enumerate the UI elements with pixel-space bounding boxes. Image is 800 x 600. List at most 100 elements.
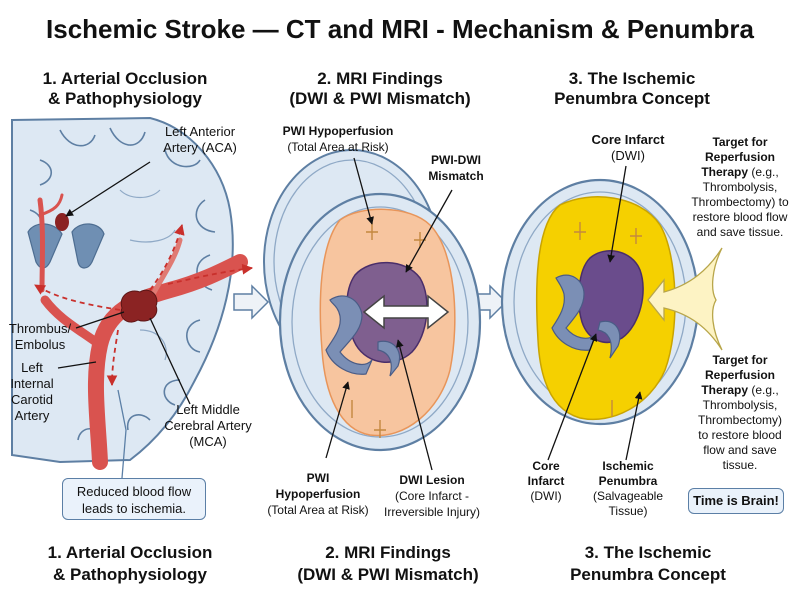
panel2-heading-bottom-line2: (DWI & PWI Mismatch) — [297, 565, 478, 584]
target-bottom-line6: to restore blood — [698, 428, 781, 442]
pwi-bottom-leader — [325, 381, 350, 459]
panel1-leader-lines — [57, 161, 191, 479]
penumbra-label-line1: Ischemic — [602, 459, 654, 473]
penumbra-label-line2: Penumbra — [599, 474, 658, 488]
dwi-leader — [396, 339, 433, 471]
panel1-aca-branch — [38, 193, 64, 217]
panel2-heading-top-line2: (DWI & PWI Mismatch) — [289, 89, 470, 108]
mismatch-label-line1: PWI-DWI — [431, 153, 481, 167]
panel3-leader-lines — [547, 165, 643, 461]
penumbra-leader — [625, 391, 643, 461]
ischemia-note-line2: leads to ischemia. — [81, 501, 187, 516]
mismatch-label-line2: Mismatch — [428, 169, 483, 183]
panel3-fold-marks — [574, 222, 642, 416]
aca-label-line2: Artery (ACA) — [163, 140, 237, 155]
panel1-labels: Left Anterior Artery (ACA) Thrombus/ Emb… — [9, 124, 252, 449]
panel1-carotid-artery — [87, 254, 248, 470]
panel1-flow-arrow-right — [167, 263, 254, 285]
ica-label-line2: Internal — [10, 376, 53, 391]
panel1-heading-bottom-line2: & Pathophysiology — [53, 565, 208, 584]
pwi-top-label-line1: PWI Hypoperfusion — [283, 124, 394, 138]
panel1-flow-arrow-up — [149, 223, 185, 291]
mca-label-line1: Left Middle — [176, 402, 240, 417]
core-bottom-label-line1: Core — [532, 459, 560, 473]
mca-label-line2: Cerebral Artery — [164, 418, 252, 433]
target-bottom-line4: Thrombolysis, — [703, 398, 778, 412]
panel3-ventricle-right — [597, 320, 621, 359]
time-is-brain-badge: Time is Brain! — [688, 488, 784, 514]
panel1-inner-folds — [119, 189, 176, 361]
dwi-label-line2: (Core Infarct - — [395, 489, 469, 503]
panel1-flow-arrow-left — [34, 284, 121, 311]
pwi-top-label-line2: (Total Area at Risk) — [287, 140, 388, 154]
panel1-flow-arrow-down — [106, 329, 119, 387]
core-bottom-leader — [547, 333, 598, 461]
target-top-line3-rest: (e.g., — [748, 165, 779, 179]
panel1-aca-clot — [55, 213, 69, 231]
aca-leader — [65, 161, 151, 217]
time-is-brain-text: Time is Brain! — [693, 493, 779, 508]
penumbra-label-line3: (Salvageable — [593, 489, 663, 503]
panel1-mca-artery — [40, 295, 105, 350]
target-bottom-line3: Therapy (e.g., — [701, 383, 778, 397]
panel1-thrombus — [120, 289, 158, 323]
panel2-leader-lines — [325, 157, 453, 471]
panel2-ventricle-right — [377, 340, 401, 377]
target-bottom-line5: Thrombectomy) — [698, 413, 782, 427]
target-bottom-line7: flow and save — [703, 443, 777, 457]
target-top-line7: and save tissue. — [697, 225, 784, 239]
target-top-line3: Therapy (e.g., — [701, 165, 778, 179]
mismatch-leader — [405, 189, 453, 273]
penumbra-label-line4: Tissue) — [609, 504, 648, 518]
dwi-label-line1: DWI Lesion — [399, 473, 464, 487]
panel1-heading-top-line1: 1. Arterial Occlusion — [43, 69, 208, 88]
panel3-heading-top-line2: Penumbra Concept — [554, 89, 710, 108]
panel1-heading-top-line2: & Pathophysiology — [48, 89, 203, 108]
target-bottom-line3-rest: (e.g., — [748, 383, 779, 397]
panel2-mismatch-double-arrow — [362, 294, 450, 330]
panel3-labels: Core Infarct (DWI) Target for Reperfusio… — [528, 132, 789, 518]
core-top-leader — [607, 165, 627, 263]
core-bottom-label-line2: Infarct — [528, 474, 565, 488]
ischemia-note-line1: Reduced blood flow — [76, 484, 192, 499]
panel3-heading-bottom-line2: Penumbra Concept — [570, 565, 726, 584]
panel3-heading-top-line1: 3. The Ischemic — [569, 69, 696, 88]
target-top-line5: Thrombectomy) to — [691, 195, 789, 209]
core-top-label-line1: Core Infarct — [592, 132, 666, 147]
page-title: Ischemic Stroke — CT and MRI - Mechanism… — [46, 14, 754, 44]
bottom-headings: 1. Arterial Occlusion & Pathophysiology … — [48, 543, 727, 584]
target-bottom-line1: Target for — [712, 353, 767, 367]
panel3-target-arrow — [647, 247, 723, 351]
ica-label-line3: Carotid — [11, 392, 53, 407]
core-top-label-line2: (DWI) — [611, 148, 645, 163]
panel2-fold-marks — [351, 222, 426, 438]
panel2-heading-top-line1: 2. MRI Findings — [317, 69, 443, 88]
target-top-line2: Reperfusion — [705, 150, 775, 164]
panel3-brain-illustration — [500, 178, 723, 426]
panel2-ventricle — [325, 295, 373, 375]
top-headings: 1. Arterial Occlusion & Pathophysiology … — [43, 69, 711, 108]
target-top-line3-bold: Therapy — [701, 165, 748, 179]
pwi-bottom-label-line1: PWI — [307, 471, 330, 485]
target-bottom-line8: tissue. — [723, 458, 758, 472]
panel3-heading-bottom-line1: 3. The Ischemic — [585, 543, 712, 562]
ischemia-note-box: Reduced blood flow leads to ischemia. — [62, 478, 206, 520]
target-top-line4: Thrombolysis, — [703, 180, 778, 194]
dwi-label-line3: Irreversible Injury) — [384, 505, 480, 519]
pwi-top-leader — [353, 157, 374, 225]
panel2-brain-illustration — [263, 149, 482, 452]
mca-leader — [149, 317, 191, 405]
aca-label-line1: Left Anterior — [165, 124, 236, 139]
ica-leader — [57, 361, 97, 369]
panel2-heading-bottom-line1: 2. MRI Findings — [325, 543, 451, 562]
panel-arrow-1-to-2 — [233, 284, 270, 320]
panel1-aca-vessel — [37, 197, 45, 293]
panel1-heading-bottom-line1: 1. Arterial Occlusion — [48, 543, 213, 562]
panel2-labels: PWI Hypoperfusion (Total Area at Risk) P… — [267, 124, 483, 519]
note-leader — [117, 389, 127, 479]
thrombus-leader — [75, 311, 125, 329]
thrombus-label-line2: Embolus — [15, 337, 66, 352]
mca-label-line3: (MCA) — [189, 434, 227, 449]
